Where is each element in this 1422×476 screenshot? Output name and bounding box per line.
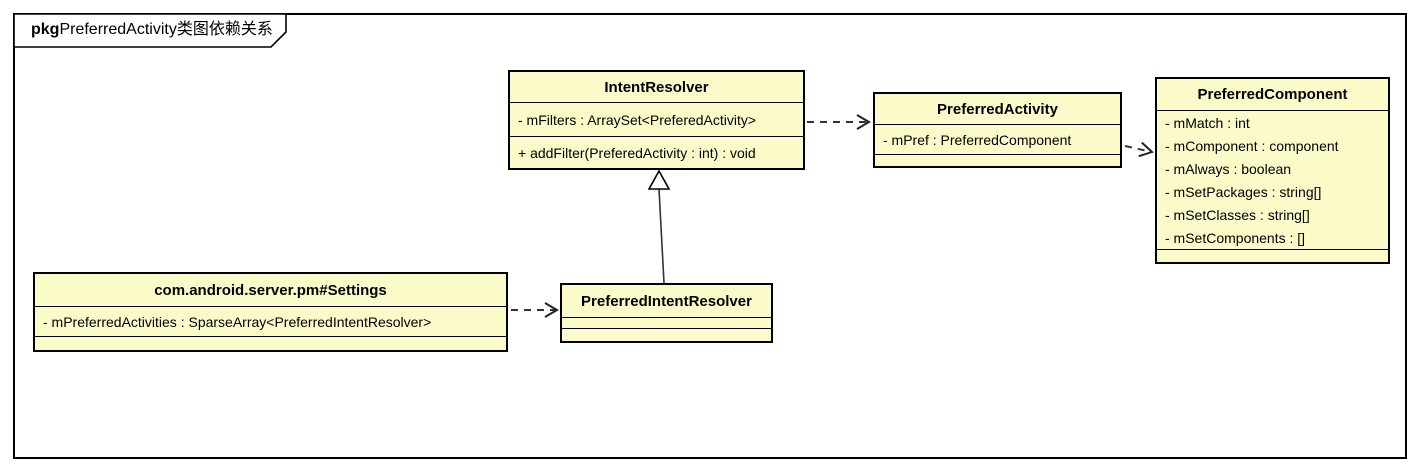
class-attribute: - mSetPackages : string[] <box>1165 183 1322 200</box>
class-attribute: - mAlways : boolean <box>1165 160 1292 177</box>
class-attribute: - mSetComponents : [] <box>1165 229 1306 246</box>
attributes-compartment: - mFilters : ArraySet<PreferedActivity> <box>510 102 803 136</box>
package-title: PreferredActivity类图依赖关系 <box>59 21 273 38</box>
attributes-compartment: - mPreferredActivities : SparseArray<Pre… <box>35 306 506 336</box>
methods-compartment-empty <box>875 154 1120 166</box>
package-keyword: pkg <box>31 21 60 38</box>
methods-compartment: + addFilter(PreferedActivity : int) : vo… <box>510 136 803 168</box>
class-preferredcomponent: PreferredComponent - mMatch : int - mCom… <box>1155 77 1390 264</box>
attributes-compartment-empty <box>562 317 771 328</box>
methods-compartment-empty <box>35 336 506 350</box>
class-title: PreferredActivity <box>937 100 1058 118</box>
attributes-compartment: - mMatch : int - mComponent : component … <box>1157 110 1388 249</box>
class-attribute: - mSetClasses : string[] <box>1165 206 1310 223</box>
class-title: IntentResolver <box>604 78 709 96</box>
class-intentresolver: IntentResolver - mFilters : ArraySet<Pre… <box>508 70 805 170</box>
methods-compartment-empty <box>562 328 771 341</box>
class-settings: com.android.server.pm#Settings - mPrefer… <box>33 272 508 352</box>
package-tab-label: pkgPreferredActivity类图依赖关系 <box>31 19 273 40</box>
class-attribute: - mPreferredActivities : SparseArray<Pre… <box>43 313 432 330</box>
class-title: PreferredComponent <box>1197 86 1348 103</box>
attributes-compartment: - mPref : PreferredComponent <box>875 124 1120 154</box>
class-preferredintentresolver: PreferredIntentResolver <box>560 283 773 343</box>
methods-compartment-empty <box>1157 249 1388 262</box>
class-preferredactivity: PreferredActivity - mPref : PreferredCom… <box>873 92 1122 168</box>
class-attribute: - mMatch : int <box>1165 114 1250 131</box>
class-method: + addFilter(PreferedActivity : int) : vo… <box>518 144 756 161</box>
class-attribute: - mPref : PreferredComponent <box>883 131 1072 148</box>
class-title: com.android.server.pm#Settings <box>154 281 387 299</box>
class-attribute: - mFilters : ArraySet<PreferedActivity> <box>518 111 757 128</box>
class-attribute: - mComponent : component <box>1165 137 1339 154</box>
class-title: PreferredIntentResolver <box>581 292 752 310</box>
